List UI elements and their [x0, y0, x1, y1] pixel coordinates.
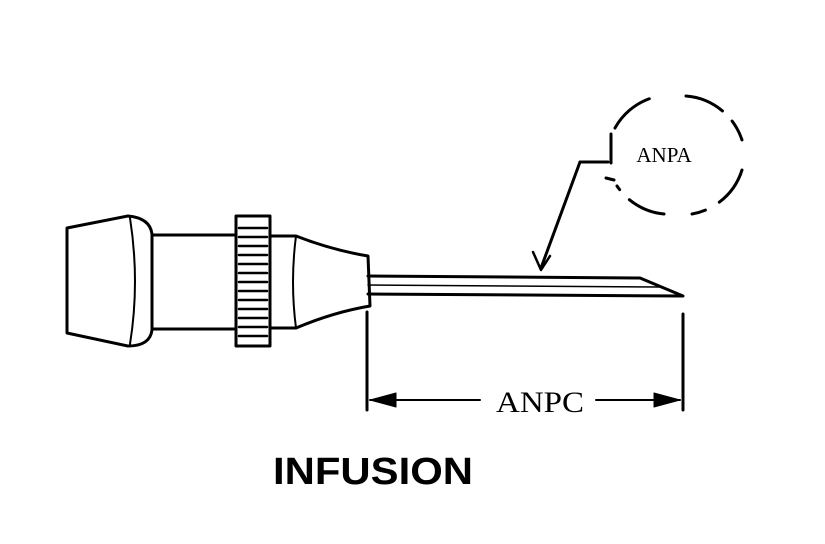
- callout-circle: [604, 94, 744, 216]
- needle-cannula: [366, 274, 685, 298]
- knurled-ring: [234, 214, 272, 348]
- dimension-line: [365, 310, 685, 412]
- diagram-caption: INFUSION: [273, 451, 473, 493]
- hub-body: [150, 233, 239, 331]
- callout-label: ANPA: [636, 143, 692, 167]
- hub-nose: [268, 234, 372, 330]
- leader-line: [531, 160, 610, 272]
- dimension-label: ANPC: [496, 386, 584, 419]
- hub-cap: [65, 214, 154, 348]
